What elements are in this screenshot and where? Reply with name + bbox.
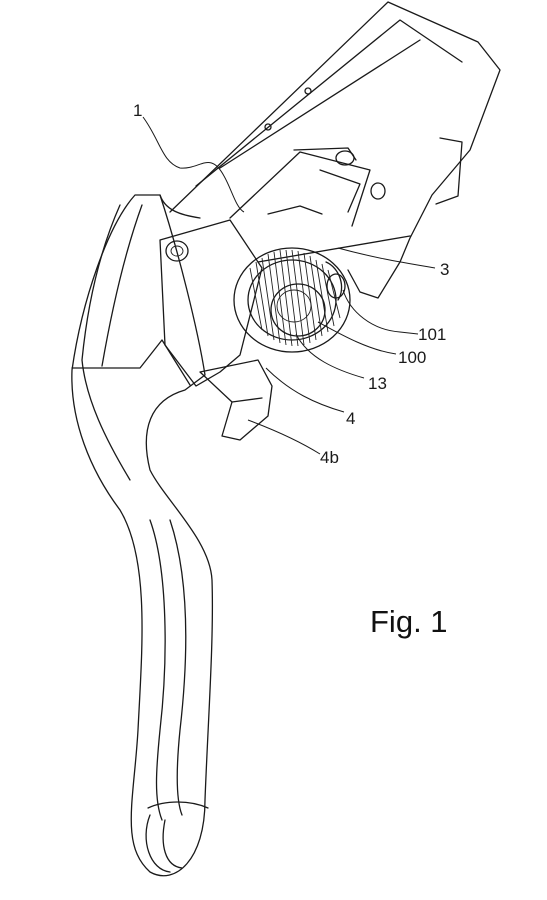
upper-housing [169,1,501,299]
release-lever [199,359,273,441]
leader-lines [142,116,436,455]
label-3: 3 [440,260,449,279]
label-100: 100 [398,348,426,367]
label-4: 4 [346,409,355,428]
coil-spring [233,247,351,353]
axle-hub [270,283,326,337]
brake-lever-body [71,194,214,877]
reference-numerals: 1 3 101 100 13 4 4b [133,101,449,467]
label-4b: 4b [320,448,339,467]
pivot-cover [159,219,263,387]
label-13: 13 [368,374,387,393]
label-101: 101 [418,325,446,344]
label-1: 1 [133,101,142,120]
figure-caption: Fig. 1 [370,604,448,639]
